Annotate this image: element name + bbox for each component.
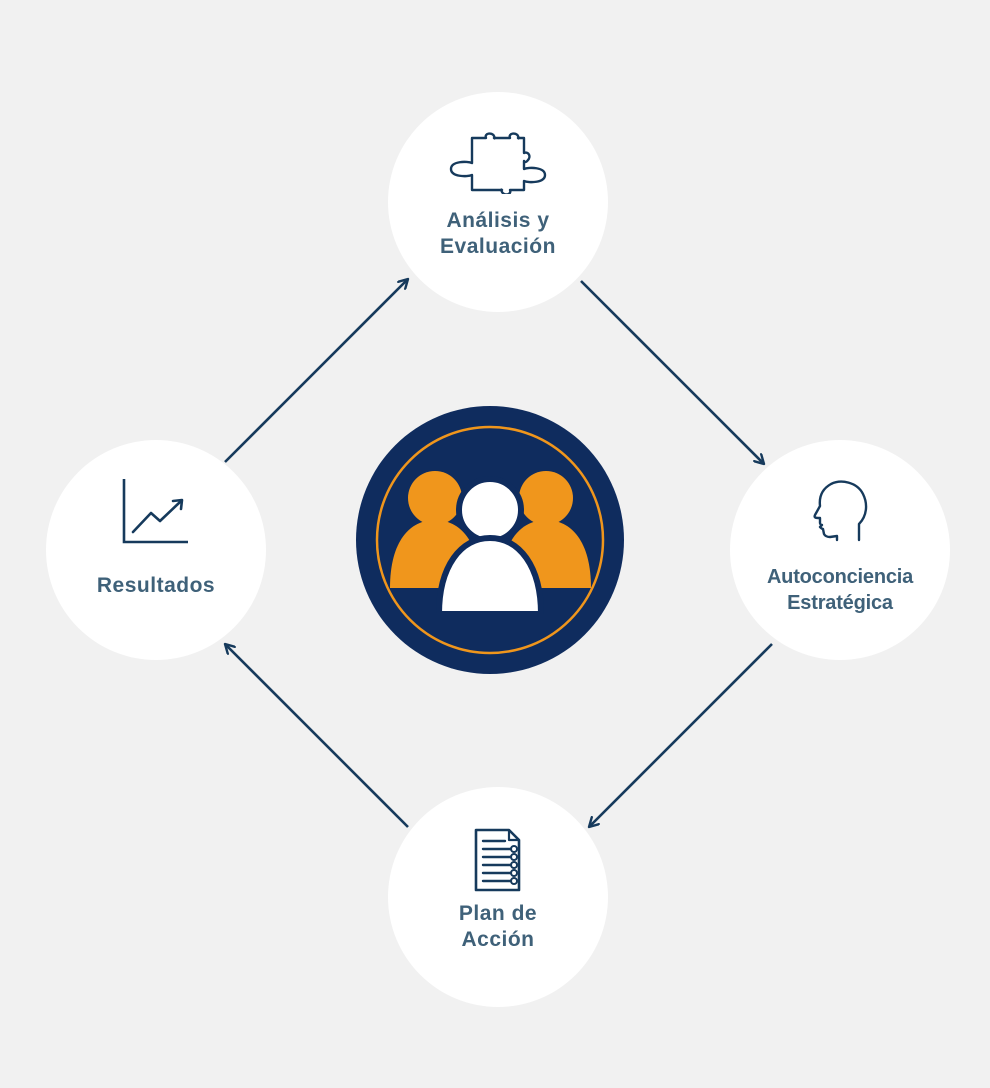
person-right-head (519, 471, 573, 525)
node-label-line-1: Análisis y (446, 209, 550, 232)
hub-orange-ring (375, 425, 605, 655)
growth-chart-icon (122, 479, 188, 544)
arrow-bottom-to-left (225, 644, 409, 828)
arrow-top-to-right (580, 280, 764, 464)
node-label: Análisis y Evaluación (440, 208, 556, 260)
node-label-line-1: Resultados (96, 574, 216, 597)
arrow-left-to-top (224, 279, 408, 463)
node-label: Resultados (97, 573, 215, 599)
team-group-icon (356, 406, 624, 674)
node-resultados: Resultados (46, 440, 266, 660)
node-autoconciencia-estrategica: Autoconciencia Estratégica (730, 440, 950, 660)
person-center-head (456, 476, 524, 544)
person-center-body (435, 534, 545, 617)
puzzle-icon (449, 132, 547, 194)
node-label-line-2: Acción (461, 928, 535, 951)
document-list-icon (474, 828, 521, 892)
node-label-line-2: Evaluación (440, 235, 556, 258)
node-analisis-evaluacion: Análisis y Evaluación (388, 92, 608, 312)
node-label-line-1: Plan de (458, 902, 538, 925)
node-label-line-1: Autoconciencia (766, 566, 914, 588)
arrow-right-to-bottom (589, 643, 773, 827)
node-plan-accion: Plan de Acción (388, 787, 608, 1007)
node-label-line-2: Estratégica (787, 592, 893, 614)
head-profile-icon (813, 480, 868, 542)
person-left-head (408, 471, 462, 525)
node-label: Autoconciencia Estratégica (767, 564, 913, 616)
node-label: Plan de Acción (459, 901, 537, 953)
